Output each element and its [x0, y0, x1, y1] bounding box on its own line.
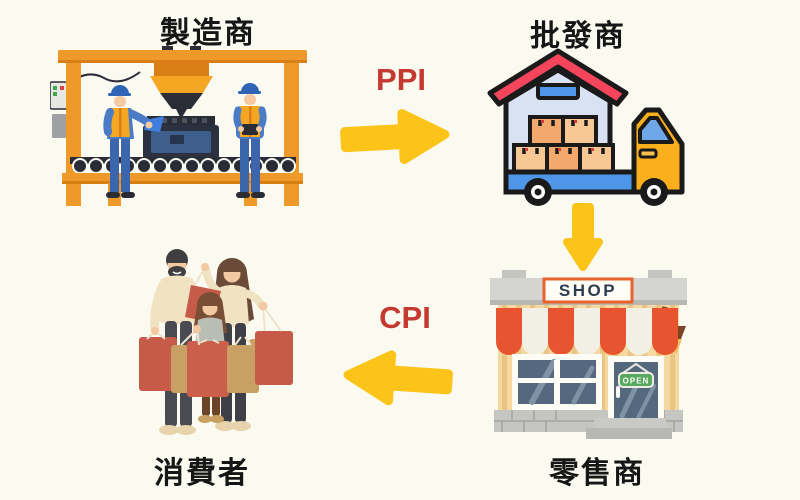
warehouse-truck-icon — [487, 48, 685, 206]
shop-door: OPEN — [608, 356, 664, 428]
shop-icon: SHOP OPEN — [490, 270, 687, 439]
manufacturer-label: 製造商 — [160, 17, 256, 50]
arrow-down-icon — [563, 203, 603, 271]
factory-icon — [50, 46, 307, 206]
ppi-label: PPI — [376, 62, 426, 97]
awning — [496, 308, 678, 355]
arrow-left-icon — [343, 350, 453, 406]
arrow-right-icon — [340, 109, 450, 165]
family-shoppers-icon — [139, 249, 293, 435]
cpi-label: CPI — [379, 300, 431, 335]
shop-sign-text: SHOP — [559, 281, 617, 300]
worker-right — [233, 83, 267, 198]
consumer-label: 消費者 — [154, 457, 250, 490]
retailer-label: 零售商 — [549, 457, 645, 490]
shop-window — [512, 354, 602, 410]
shopping-bags — [139, 305, 293, 397]
worker-left — [103, 85, 164, 198]
wholesaler-label: 批發商 — [530, 20, 626, 53]
open-sign-text: OPEN — [623, 377, 650, 386]
